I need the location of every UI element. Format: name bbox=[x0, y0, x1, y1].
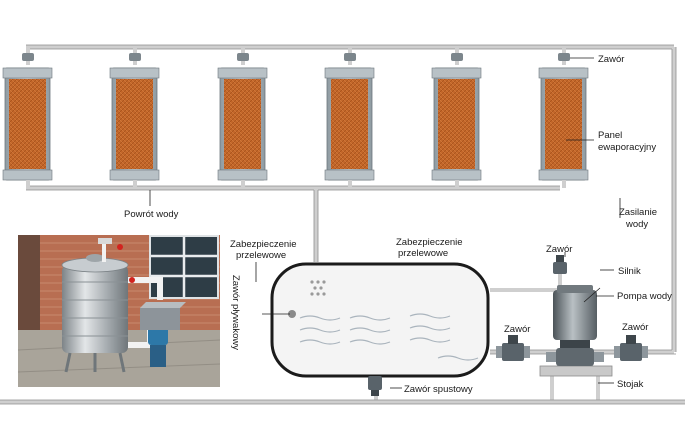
valve-right-pump-icon bbox=[614, 335, 648, 361]
overflow-holes-icon bbox=[310, 280, 326, 296]
label-overflow-left-1: Zabezpieczenie bbox=[230, 239, 297, 250]
label-overflow-right-2: przelewowe bbox=[398, 248, 448, 259]
float-ball-icon bbox=[288, 310, 296, 318]
evaporative-panel bbox=[217, 47, 268, 188]
evaporative-panel bbox=[431, 47, 482, 188]
label-water-supply-2: wody bbox=[625, 219, 648, 230]
water-tank bbox=[270, 262, 490, 378]
panel-valve-icon bbox=[22, 53, 34, 61]
tank-photo bbox=[17, 235, 221, 387]
pump-body-icon bbox=[556, 348, 594, 366]
evaporative-panel bbox=[324, 47, 375, 188]
evaporative-panel bbox=[2, 47, 53, 188]
evaporative-panel bbox=[109, 47, 160, 188]
valve-mid-icon bbox=[553, 255, 567, 274]
label-valve-mid: Zawór bbox=[546, 244, 572, 255]
label-water-return: Powrót wody bbox=[124, 209, 179, 220]
label-overflow-right-1: Zabezpieczenie bbox=[396, 237, 463, 248]
motor-icon bbox=[553, 290, 597, 340]
panel-valve-icon bbox=[344, 53, 356, 61]
label-drain-valve: Zawór spustowy bbox=[404, 384, 473, 395]
cooling-pad bbox=[331, 79, 368, 169]
drain-valve-icon bbox=[368, 376, 382, 396]
water-pump-assembly bbox=[539, 285, 613, 377]
cooling-pad bbox=[9, 79, 46, 169]
valve-drop-pipe bbox=[490, 258, 562, 292]
evaporative-panels bbox=[2, 47, 589, 188]
cooling-pad bbox=[116, 79, 153, 169]
panel-valve-icon bbox=[237, 53, 249, 61]
labels: Zawór Panel ewaporacyjny Powrót wody Zas… bbox=[124, 54, 672, 395]
cooling-pad bbox=[545, 79, 582, 169]
label-water-pump: Pompa wody bbox=[617, 291, 672, 302]
valve-left-pump-icon bbox=[496, 335, 530, 361]
pump-stand bbox=[539, 365, 613, 377]
cooling-pad bbox=[438, 79, 475, 169]
leader-lines bbox=[149, 57, 621, 389]
label-valve-right-pump: Zawór bbox=[622, 322, 648, 333]
cooling-pad bbox=[224, 79, 261, 169]
label-float-valve: Zawór pływakowy bbox=[230, 275, 241, 350]
label-valve-left-pump: Zawór bbox=[504, 324, 530, 335]
label-stand: Stojak bbox=[617, 379, 644, 390]
panel-valve-icon bbox=[451, 53, 463, 61]
label-valve-top: Zawór bbox=[598, 54, 624, 65]
label-motor: Silnik bbox=[618, 266, 641, 277]
label-water-supply-1: Zasilanie bbox=[619, 207, 657, 218]
panel-valve-icon bbox=[558, 53, 570, 61]
panel-valve-icon bbox=[129, 53, 141, 61]
water-waves bbox=[299, 313, 479, 361]
label-overflow-left-2: przelewowe bbox=[236, 250, 286, 261]
evaporative-panel bbox=[538, 47, 589, 188]
label-evap-panel-1: Panel bbox=[598, 130, 622, 141]
label-evap-panel-2: ewaporacyjny bbox=[598, 142, 656, 153]
